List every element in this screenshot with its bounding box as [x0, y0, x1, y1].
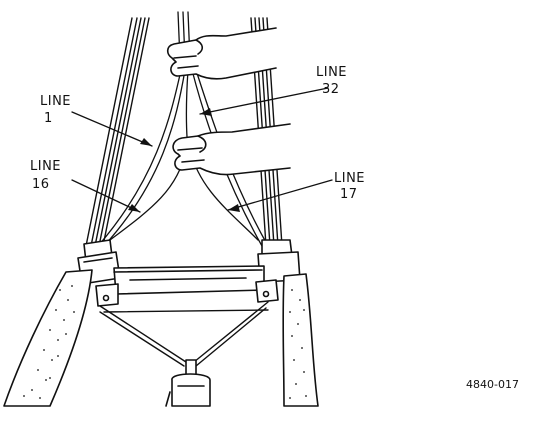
label-line-32-number: 32: [322, 82, 340, 97]
right-strap-stipple: [289, 289, 307, 399]
left-strap-stipple: [23, 285, 75, 399]
figure-code: 4840-017: [466, 378, 519, 391]
label-line-17-title: LINE: [334, 171, 365, 186]
label-line-16-number: 16: [32, 177, 50, 192]
upper-hand-icon: [166, 27, 277, 80]
label-line-17-number: 17: [340, 187, 358, 202]
label-line-1-title: LINE: [40, 94, 71, 109]
connector-link-icon: [165, 359, 211, 407]
lower-bridle: [99, 301, 269, 367]
spreader-bar: [95, 265, 279, 307]
arrowheads: [128, 108, 240, 212]
label-line-32-title: LINE: [316, 65, 347, 80]
label-leaders: [71, 87, 333, 213]
label-line-16-title: LINE: [30, 159, 61, 174]
label-line-1-number: 1: [44, 111, 53, 126]
right-riser-webbing: [257, 239, 319, 407]
left-riser-webbing: [3, 239, 121, 407]
lower-hand-icon: [172, 123, 291, 176]
